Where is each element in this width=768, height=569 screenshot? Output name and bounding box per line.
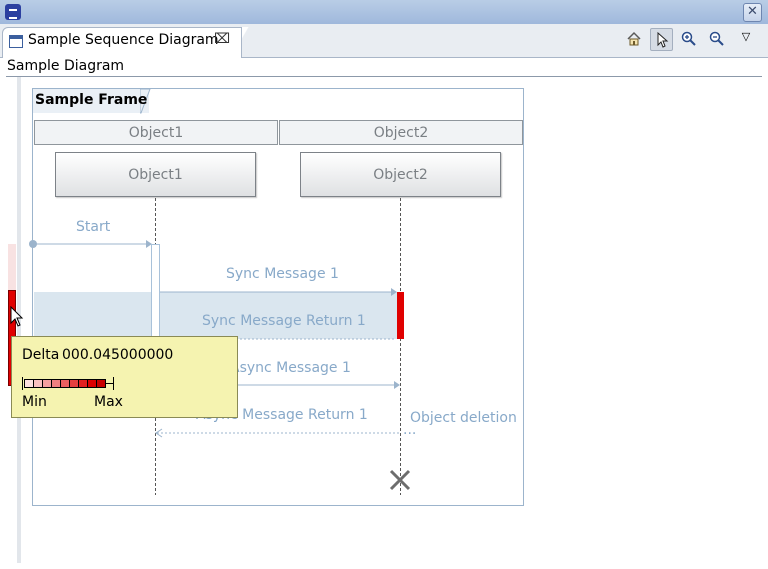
zoom-out-button[interactable] [706, 28, 728, 50]
view-menu-button[interactable]: ▽ [741, 30, 751, 43]
tooltip-delta-value: 000.045000000 [62, 347, 174, 363]
tab-label[interactable]: Sample Sequence Diagram [28, 32, 219, 48]
frame-label-background [33, 89, 149, 113]
lifeline-object2[interactable]: Object2 [300, 152, 501, 197]
message-label-start[interactable]: Start [76, 219, 111, 235]
frame-label-corner [140, 88, 151, 114]
zoom-in-button[interactable] [678, 28, 700, 50]
message-label-sync[interactable]: Sync Message 1 [226, 266, 339, 282]
lane-header-object1[interactable]: Object1 [34, 120, 278, 145]
delta-tooltip [11, 336, 238, 418]
zoom-in-icon [681, 31, 696, 46]
frame-label: Sample Frame [35, 92, 148, 108]
message-label-object-deletion[interactable]: Object deletion [410, 410, 517, 426]
lane-header-object2[interactable]: Object2 [279, 120, 523, 145]
lifeline-object1[interactable]: Object1 [55, 152, 256, 197]
tab-sample-sequence-diagram[interactable] [2, 27, 242, 58]
tooltip-max-label: Max [94, 394, 123, 410]
tooltip-delta-label: Delta [22, 347, 60, 363]
message-label-sync-return[interactable]: Sync Message Return 1 [202, 313, 366, 329]
app-icon [5, 4, 21, 20]
tab-close-icon[interactable]: ⌧ [214, 31, 231, 47]
document-icon [9, 35, 23, 48]
message-label-async[interactable]: Async Message 1 [230, 360, 351, 376]
mouse-cursor-icon [10, 306, 24, 327]
tooltip-min-label: Min [22, 394, 47, 410]
view-title: Sample Diagram [7, 58, 125, 74]
time-ruler-light-segment [8, 244, 16, 290]
selection-highlight [34, 292, 400, 339]
zoom-out-icon [709, 31, 724, 46]
message-label-async-return[interactable]: Async Message Return 1 [196, 407, 368, 423]
message-label-deletion-more: ... [403, 422, 417, 438]
scale-start-tick [22, 377, 23, 390]
sequence-frame[interactable] [32, 88, 524, 506]
time-ruler-track [17, 77, 21, 563]
object-deletion-cross [389, 469, 411, 491]
pointer-icon [657, 31, 668, 48]
scale-tail-line [105, 383, 113, 384]
home-button[interactable] [623, 28, 645, 50]
select-button[interactable] [650, 28, 673, 51]
view-separator [6, 76, 762, 77]
home-icon [627, 31, 641, 46]
execution-occurrence-object2[interactable] [397, 292, 404, 339]
scale-end-tick [113, 377, 114, 390]
window-close-button[interactable]: ✕ [743, 3, 762, 22]
